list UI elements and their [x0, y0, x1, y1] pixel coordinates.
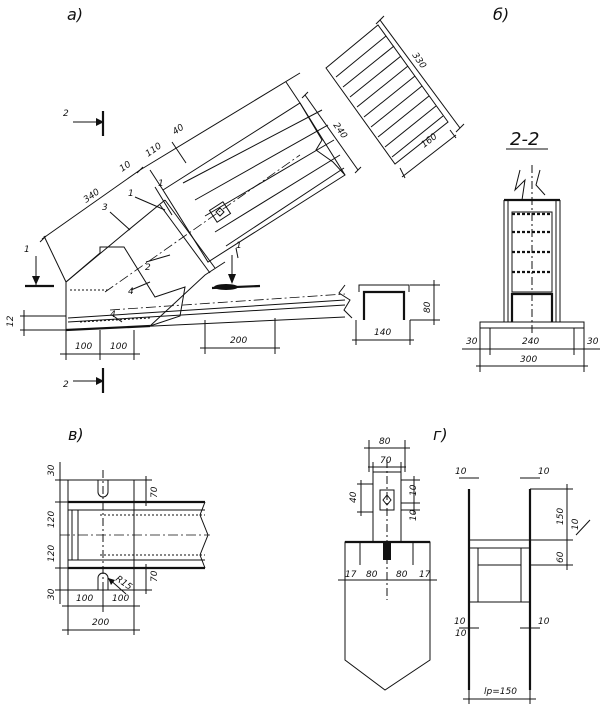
leader-3: 3 [102, 203, 108, 213]
dim-12: 12 [6, 315, 16, 327]
dim-70-g: 70 [380, 456, 392, 466]
dim-330: 330 [410, 51, 428, 71]
leader-1-top: 1 [128, 189, 134, 199]
dim-80-g: 80 [379, 437, 391, 447]
dim-30-right: 30 [587, 337, 599, 347]
dim-70-v-top: 70 [150, 486, 160, 498]
dim-200-a: 200 [230, 336, 247, 346]
dim-80-right: 80 [396, 570, 408, 580]
dim-30-v-bottom: 30 [47, 588, 57, 600]
dim-150-g: 150 [556, 508, 566, 525]
dim-17-left: 17 [345, 570, 357, 580]
dim-80-left: 80 [366, 570, 378, 580]
view-v-plate-plan: 30 120 120 30 70 70 R15 100 100 200 [47, 462, 210, 635]
dim-10-top-left: 10 [455, 467, 467, 477]
dim-10-mid-left: 10 [454, 617, 466, 627]
dim-10-g-b: 10 [409, 509, 419, 521]
dim-10-mid-right: 10 [538, 617, 550, 627]
dim-30-v-top: 30 [47, 464, 57, 476]
dim-160: 160 [420, 132, 440, 151]
dim-240-s: 240 [522, 337, 539, 347]
channel-section: 140 80 [352, 280, 440, 345]
dim-30-left: 30 [466, 337, 478, 347]
dim-10: 10 [118, 160, 133, 175]
leader-1-right: 1 [236, 241, 242, 251]
view-label-b: б) [493, 5, 509, 24]
dim-100-v1: 100 [76, 594, 93, 604]
view-a-truss-node [65, 102, 353, 332]
leader-1-mid: 1 [158, 179, 164, 189]
cut-marker-1: 1 [24, 245, 30, 255]
section-2-2: 30 240 30 300 [462, 165, 600, 372]
dim-17-right: 17 [419, 570, 431, 580]
dim-10-g-a: 10 [409, 484, 419, 496]
view-label-g: г) [433, 425, 448, 444]
view-g-anchor-side: 10 10 150 60 10 10 10 lр=150 [454, 467, 591, 704]
dim-100-a2: 100 [110, 342, 127, 352]
dim-70-v-bottom: 70 [150, 570, 160, 582]
leader-4-bot: 4 [110, 310, 116, 320]
dim-10-top-right: 10 [538, 467, 550, 477]
dim-40-g: 40 [349, 491, 359, 503]
section-title: 2-2 [510, 129, 539, 150]
dim-200-v: 200 [92, 618, 109, 628]
dim-240-a: 240 [331, 121, 349, 141]
dim-lp-150: lр=150 [484, 687, 517, 697]
dim-100-v2: 100 [112, 594, 129, 604]
dim-60-g: 60 [556, 551, 566, 563]
dim-120-v-bottom: 120 [47, 545, 57, 562]
dim-10-left-g: 10 [455, 629, 467, 639]
dim-100-a1: 100 [75, 342, 92, 352]
dim-300: 300 [520, 355, 537, 365]
dim-80: 80 [423, 301, 433, 313]
cut-marker-2-bottom: 2 [63, 380, 69, 390]
view-label-v: в) [68, 425, 84, 444]
leader-2: 2 [145, 263, 151, 273]
dim-340: 340 [82, 187, 102, 205]
cut-marker-2-top: 2 [63, 109, 69, 119]
dim-140: 140 [374, 328, 391, 338]
leader-4-top: 4 [128, 287, 134, 297]
view-g-anchor-front: 80 70 40 10 10 17 80 80 17 [338, 437, 437, 691]
view-label-a: а) [67, 5, 83, 24]
dim-10-side: 10 [571, 518, 581, 530]
dim-120-v-top: 120 [47, 511, 57, 528]
dim-40: 40 [171, 123, 186, 138]
